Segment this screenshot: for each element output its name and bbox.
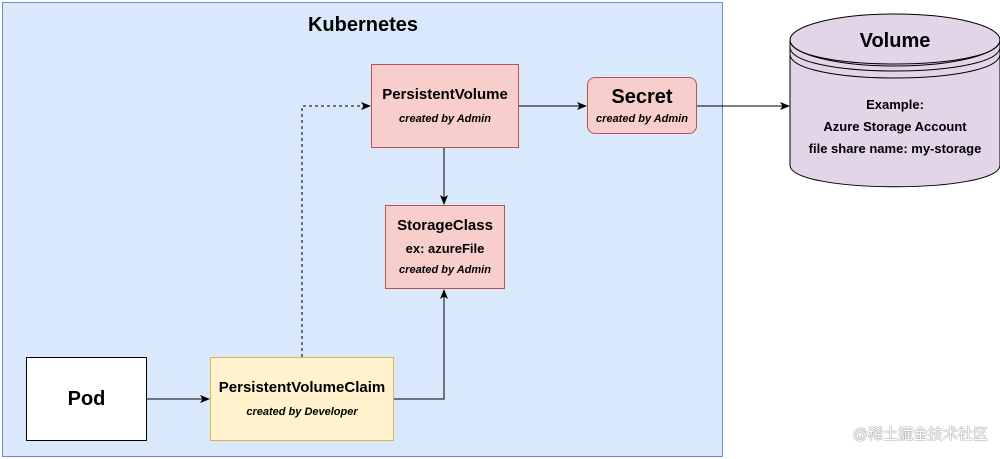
volume-line-share: file share name: my-storage <box>808 141 982 156</box>
edge-pvc-to-pv-dashed <box>301 102 371 357</box>
pod-node[interactable]: Pod <box>26 357 147 441</box>
persistent-volume-claim-node[interactable]: PersistentVolumeClaim created by Develop… <box>210 357 394 441</box>
volume-cylinder-shape <box>789 13 1000 188</box>
persistent-volume-note: created by Admin <box>399 113 491 125</box>
persistent-volume-title: PersistentVolume <box>382 86 508 103</box>
storage-class-title: StorageClass <box>397 217 493 234</box>
watermark-text: @稀土掘金技术社区 <box>852 426 988 443</box>
kubernetes-cluster-title: Kubernetes <box>307 14 419 36</box>
volume-line-example: Example: <box>866 97 924 112</box>
volume-title: Volume <box>859 30 931 52</box>
persistent-volume-claim-title: PersistentVolumeClaim <box>218 379 386 396</box>
edge-pvc-to-storageclass <box>394 289 448 400</box>
pod-title: Pod <box>67 388 106 410</box>
secret-note: created by Admin <box>596 112 688 125</box>
storage-class-note: created by Admin <box>399 264 491 276</box>
persistent-volume-node[interactable]: PersistentVolume created by Admin <box>371 64 519 148</box>
volume-line-account: Azure Storage Account <box>823 119 967 134</box>
volume-details: Example: Azure Storage Account file shar… <box>790 94 1000 160</box>
secret-title: Secret <box>611 85 673 108</box>
storage-class-detail: ex: azureFile <box>405 241 485 256</box>
secret-node[interactable]: Secret created by Admin <box>587 77 697 134</box>
persistent-volume-claim-note: created by Developer <box>246 406 358 418</box>
storage-class-node[interactable]: StorageClass ex: azureFile created by Ad… <box>385 205 505 289</box>
